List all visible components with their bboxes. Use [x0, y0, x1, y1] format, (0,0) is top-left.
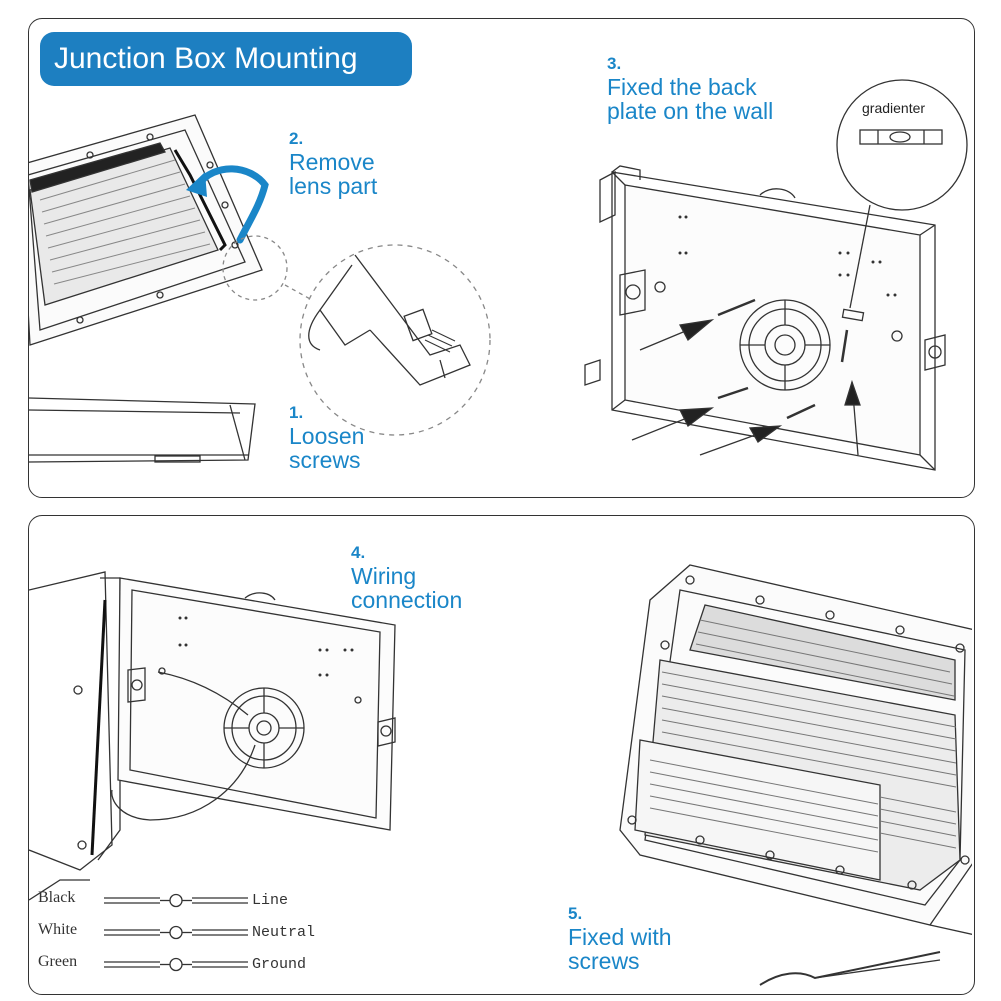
step-5-number: 5. [568, 904, 583, 923]
step-4-text-line2: connection [351, 587, 463, 613]
back-plate-drawing [584, 165, 946, 471]
page-title: Junction Box Mounting [40, 32, 412, 86]
wire-role: Neutral [252, 924, 316, 941]
step-1-text-line1: Loosen [289, 423, 365, 449]
step-2-text-line2: lens part [289, 173, 378, 199]
step-1-text-line2: screws [289, 447, 361, 473]
wire-color: White [38, 921, 78, 938]
step-5-label: 5. Fixed with screws [568, 903, 672, 973]
wiring-legend-lines [104, 893, 248, 972]
step-3-text-line1: Fixed the back [607, 74, 757, 100]
step-3-number: 3. [607, 54, 622, 73]
step-1-number: 1. [289, 403, 304, 422]
screw-detail-drawing [308, 254, 471, 386]
step-2-text-line1: Remove [289, 149, 375, 175]
fixture-lens-drawing [29, 114, 263, 463]
wire-role: Line [252, 892, 289, 909]
finished-fixture-drawing [619, 564, 972, 986]
step-5-text-line2: screws [568, 948, 640, 974]
step-1-label: 1. Loosen screws [289, 402, 364, 472]
step-4-label: 4. Wiring connection [351, 542, 462, 612]
wire-color: Green [38, 953, 78, 970]
step-2-number: 2. [289, 129, 304, 148]
gradienter-level-icon [859, 129, 943, 145]
step-4-text-line1: Wiring [351, 563, 417, 589]
step-4-number: 4. [351, 543, 366, 562]
step-3-text-line2: plate on the wall [607, 98, 774, 124]
wiring-box-drawing [29, 571, 396, 901]
gradienter-label: gradienter [862, 100, 926, 116]
step-2-label: 2. Remove lens part [289, 128, 377, 198]
wire-role: Ground [252, 956, 307, 973]
step-3-label: 3. Fixed the back plate on the wall [607, 53, 773, 123]
wire-color: Black [38, 889, 76, 906]
step-5-text-line1: Fixed with [568, 924, 672, 950]
